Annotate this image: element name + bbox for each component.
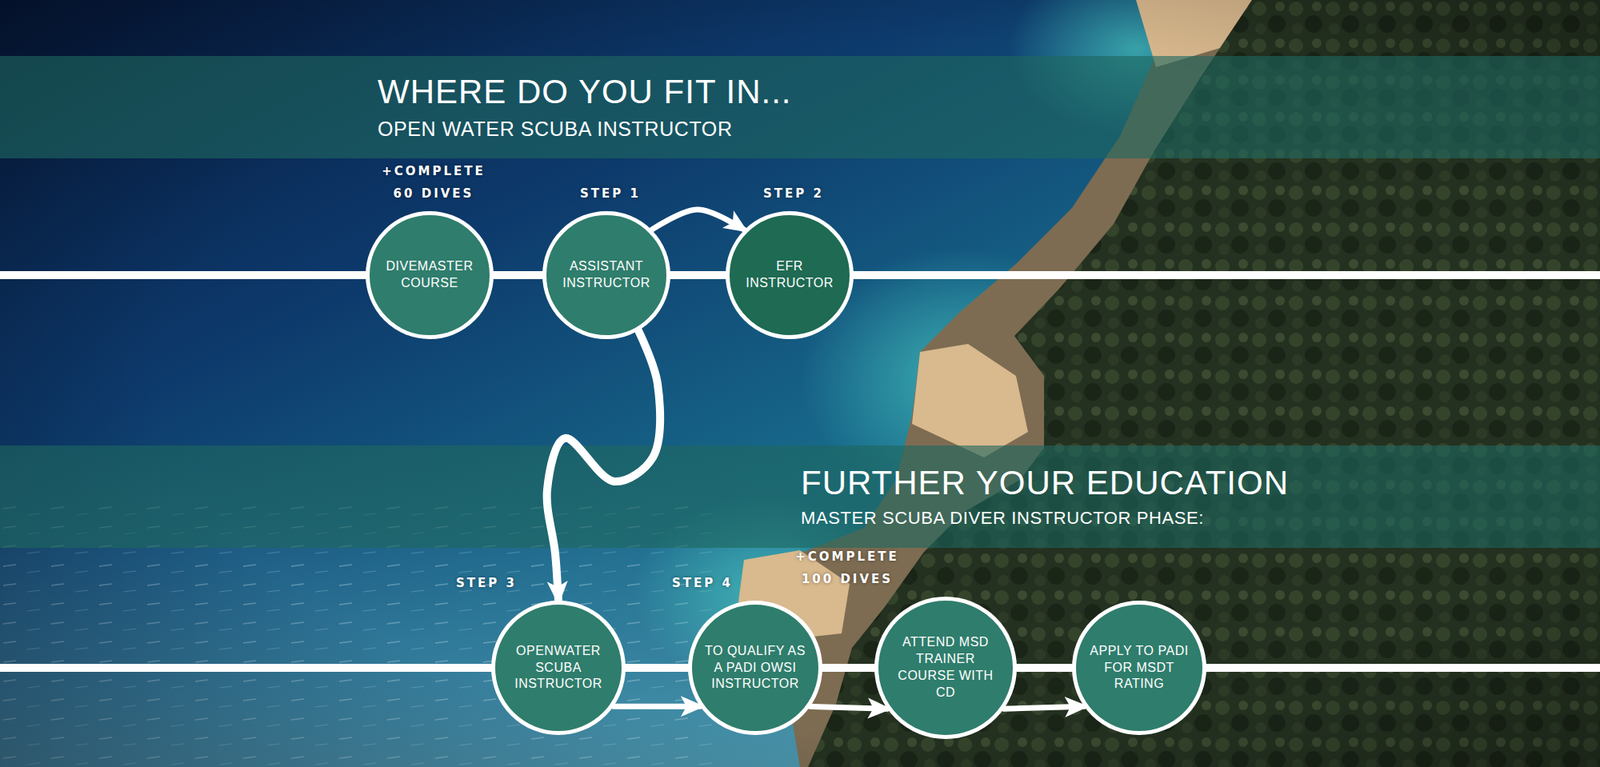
flow-arrow [810,706,888,709]
step-label: STEP 2 [733,182,854,206]
step-text: DIVEMASTER COURSE [379,258,480,292]
step-label: +COMPLETE 100 DIVES [787,545,908,592]
step-text: OPENWATER SCUBA INSTRUCTOR [508,643,609,693]
step-circle: +COMPLETE 60 DIVESDIVEMASTER COURSE [365,211,495,340]
step-text: EFR INSTRUCTOR [739,258,840,292]
step-text: APPLY TO PADI FOR MSDT RATING [1088,643,1190,693]
step-circle: APPLY TO PADI FOR MSDT RATING [1072,600,1208,736]
step-circle: STEP 1ASSISTANT INSTRUCTOR [542,211,672,340]
step-text: ASSISTANT INSTRUCTOR [556,258,657,292]
step-circle: STEP 3OPENWATER SCUBA INSTRUCTOR [491,600,627,736]
section-subheading: MASTER SCUBA DIVER INSTRUCTOR PHASE: [800,507,1600,531]
flow-arrow [652,209,744,230]
section-subheading: OPEN WATER SCUBA INSTRUCTOR [377,116,1600,143]
step-label: +COMPLETE 60 DIVES [373,160,494,206]
step-circle: STEP 2EFR INSTRUCTOR [725,211,855,340]
step-label: STEP 4 [642,572,763,596]
timeline-link [493,271,542,280]
step-label: STEP 1 [550,182,671,206]
step-circle: STEP 4TO QUALIFY AS A PADI OWSI INSTRUCT… [688,600,824,736]
step-text: ATTEND MSD TRAINER COURSE WITH CD [895,634,996,701]
section-band: FURTHER YOUR EDUCATION MASTER SCUBA DIVER… [0,445,1600,548]
step-label: STEP 3 [426,572,547,596]
flow-arrow [613,704,700,710]
section-heading: WHERE DO YOU FIT IN... [377,72,1600,112]
section-band: WHERE DO YOU FIT IN... OPEN WATER SCUBA I… [0,56,1600,159]
section-heading: FURTHER YOUR EDUCATION [800,464,1600,503]
step-text: TO QUALIFY AS A PADI OWSI INSTRUCTOR [704,643,806,693]
step-circle: +COMPLETE 100 DIVESATTEND MSD TRAINER CO… [874,596,1018,740]
flow-arrow [1004,706,1084,709]
